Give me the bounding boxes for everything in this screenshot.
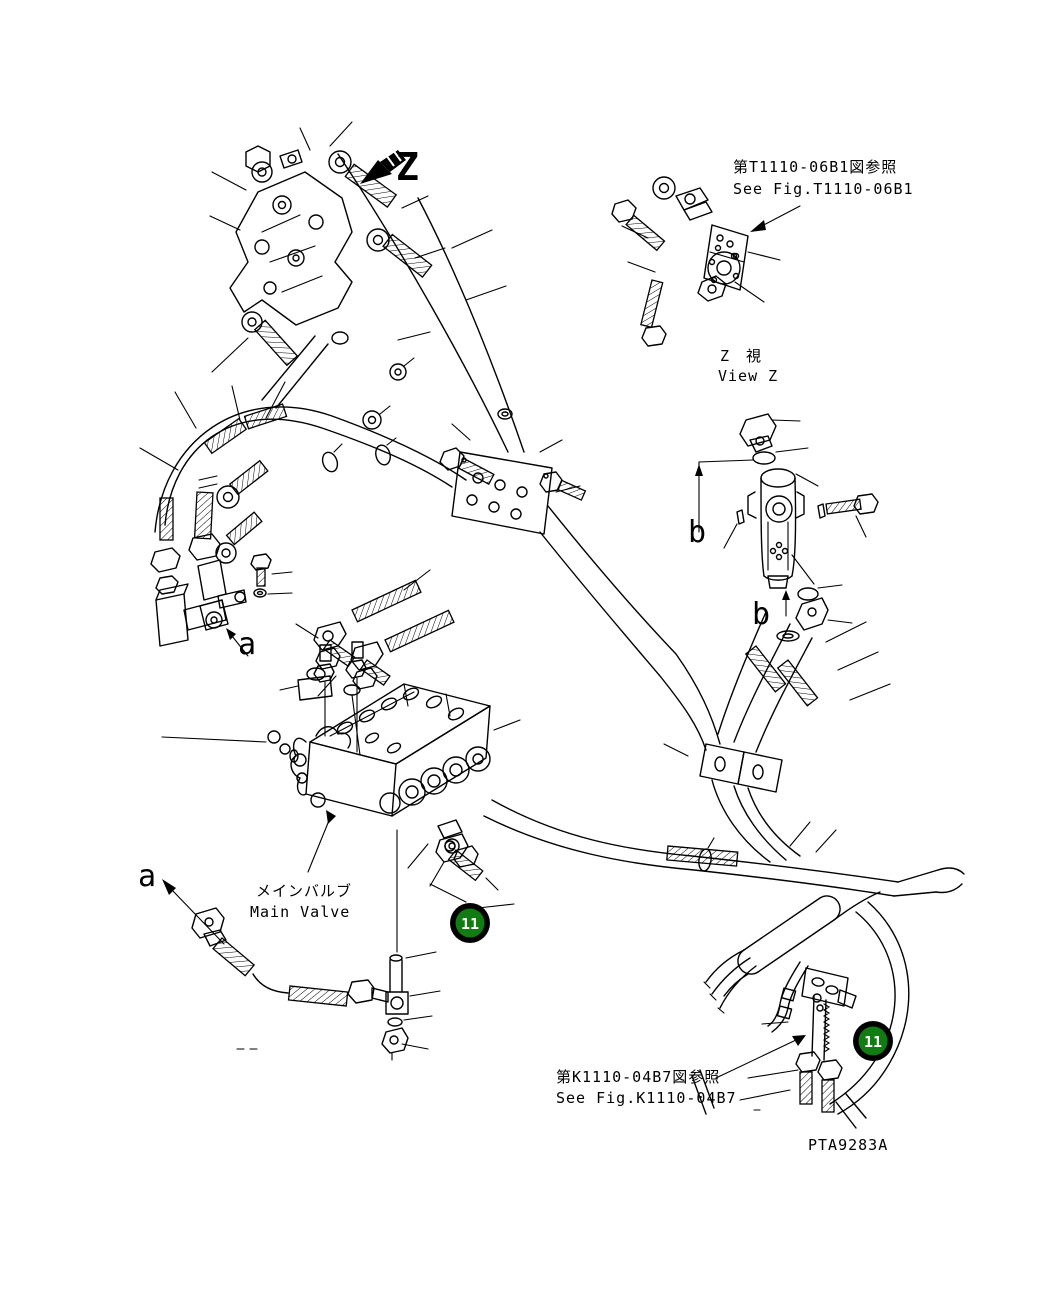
callout-number: 11: [461, 915, 479, 933]
right-hose-cluster: [663, 611, 891, 863]
ref-bottom-caption-en: See Fig.K1110-04B7: [556, 1089, 737, 1107]
main-valve-label-jp: メインバルブ: [256, 882, 352, 900]
detail-label-b-upper: b: [688, 515, 706, 550]
plate-code: PTA9283A: [808, 1136, 888, 1154]
view-z-arrow-label: Z: [396, 145, 419, 189]
callout-circle: [858, 1026, 888, 1056]
detail-b-arrowhead-upper: [695, 464, 703, 476]
ref-top-caption-jp: 第T1110-06B1図参照: [733, 158, 897, 176]
detail-label-a-upper: a: [238, 627, 256, 662]
detail-a-arrowhead: [226, 628, 236, 640]
main-valve-arrowhead: [326, 810, 336, 824]
bottom-left-hose-assembly: a: [138, 829, 441, 1061]
view-z-detail-assembly: 第T1110-06B1図参照 See Fig.T1110-06B1 Z 視 Vi…: [611, 158, 914, 385]
junction-plate-and-hoses: [337, 153, 721, 751]
ref-top-caption-en: See Fig.T1110-06B1: [733, 180, 914, 198]
ref-bottom-caption-jp: 第K1110-04B7図参照: [556, 1068, 720, 1086]
reference-arrowhead: [750, 220, 766, 232]
pilot-elbow-fittings: [295, 569, 455, 697]
left-hose-cluster: a: [139, 335, 467, 662]
top-left-fitting-assembly: [209, 121, 587, 501]
detail-label-a-lower: a: [138, 859, 156, 894]
long-return-hose: [429, 799, 965, 909]
bottom-right-hose-bundle: 第K1110-04B7図参照 See Fig.K1110-04B7: [556, 891, 910, 1129]
callout-circle: [455, 908, 485, 938]
view-z-caption-en: View Z: [718, 367, 778, 385]
part-callout-11-right[interactable]: 11: [853, 1021, 893, 1061]
detail-label-b-lower: b: [752, 597, 770, 632]
detail-b-arrowhead-lower: [782, 590, 790, 600]
solenoid-valve-assembly: b b: [688, 413, 879, 642]
reference-arrowhead-bottom: [792, 1035, 806, 1046]
view-z-caption-jp: Z 視: [720, 347, 762, 365]
part-callout-11-left[interactable]: 11: [450, 903, 490, 943]
callout-number: 11: [864, 1033, 882, 1051]
main-valve-block: メインバルブ Main Valve: [161, 641, 521, 921]
main-valve-label-en: Main Valve: [250, 903, 350, 921]
view-direction-z: Z: [360, 145, 419, 189]
